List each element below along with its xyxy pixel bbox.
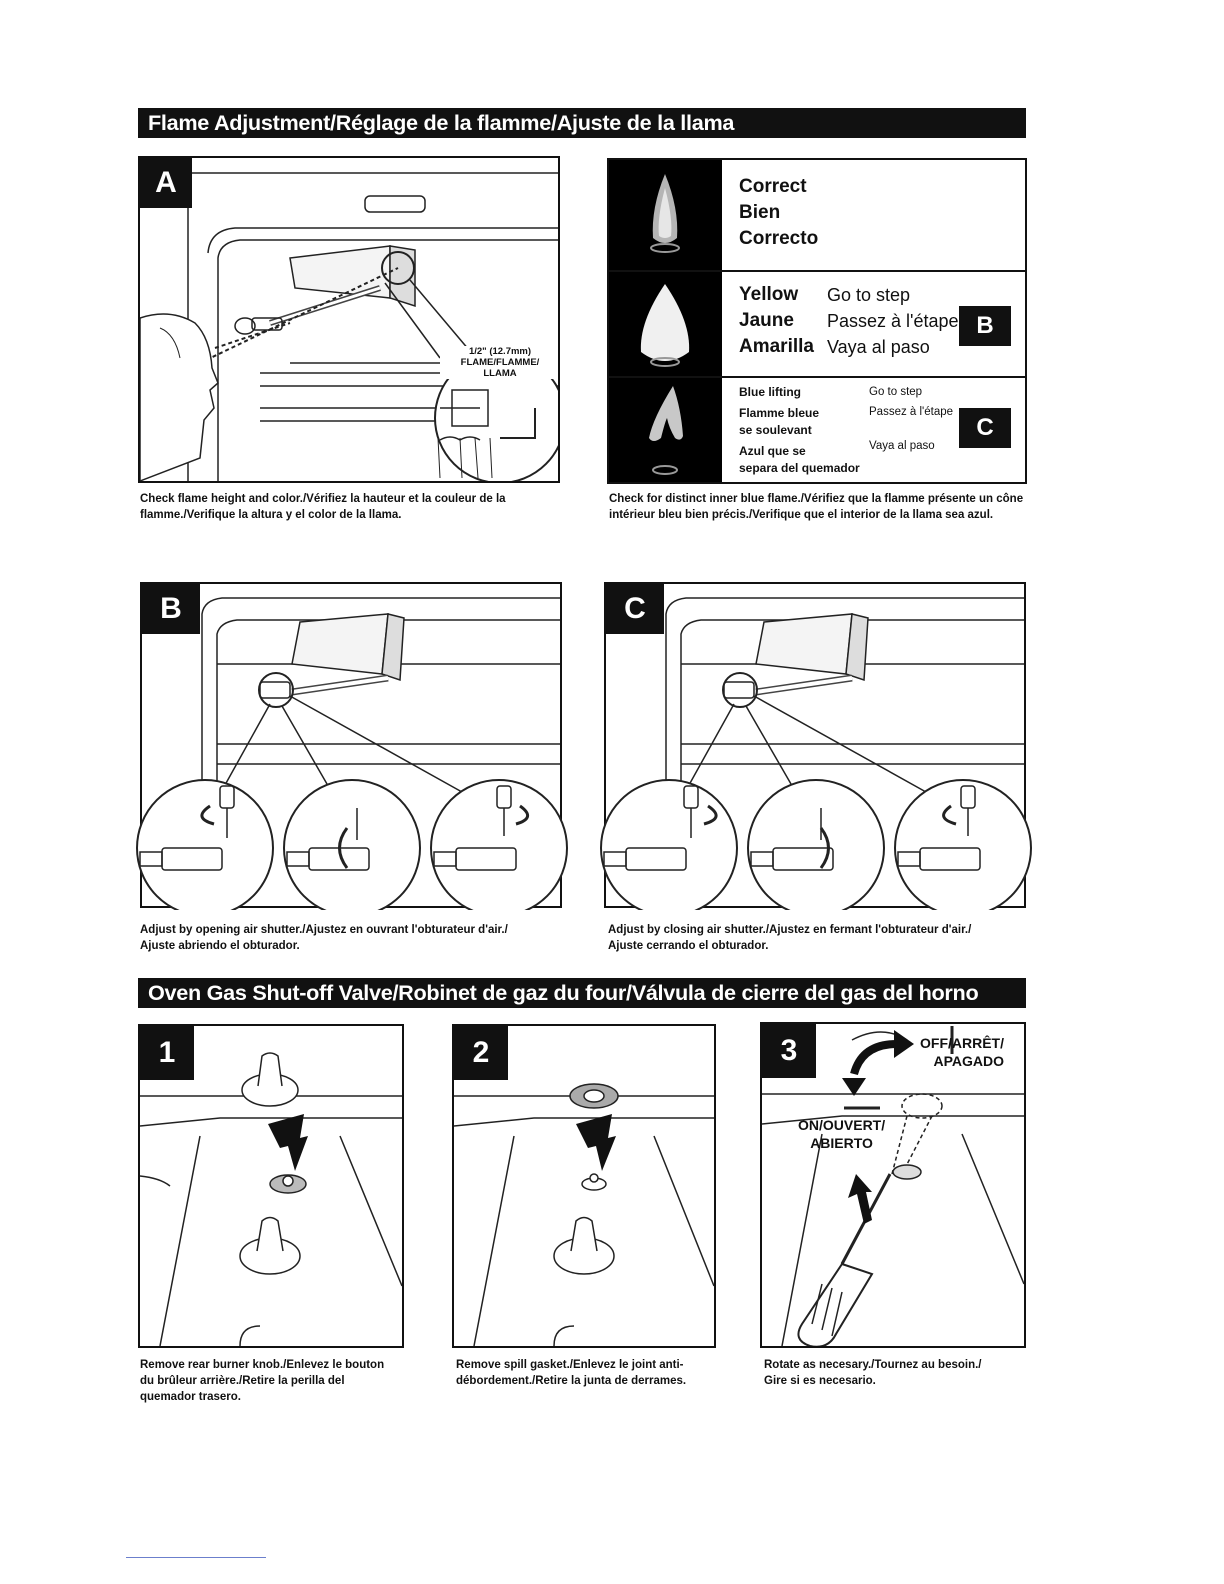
panel-a-illustration: A 1/2" (12.7mm) FLAME/FLAMME/ LLAMA	[138, 156, 560, 483]
action-en: Go to step	[827, 285, 911, 305]
caption-line: Check flame height and color./Vérifiez l…	[140, 493, 506, 505]
caption-line: du brûleur arrière./Retire la perilla de…	[140, 1375, 345, 1387]
step-1-illustration: 1	[138, 1024, 404, 1348]
callout-line-2: FLAME/FLAMME/	[460, 357, 540, 368]
remove-knob-drawing	[140, 1052, 402, 1346]
flame-height-callout: 1/2" (12.7mm) FLAME/FLAMME/ LLAMA	[440, 346, 558, 379]
panel-b-detail-circles	[136, 779, 568, 910]
label-correct-es: Correcto	[739, 228, 819, 249]
step-1-caption: Remove rear burner knob./Enlevez le bout…	[140, 1357, 410, 1405]
close-air-shutter-drawing	[665, 597, 1024, 906]
action-fr: Passez à l'étape	[869, 406, 954, 418]
yellow-labels: Yellow Jaune Amarilla	[739, 282, 814, 360]
step-3-illustration: 3 OFF/ARRÊT/ APAGADO ON/OUVERT/ ABIERTO	[760, 1022, 1026, 1348]
caption-line: Rotate as necesary./Tournez au besoin./	[764, 1359, 982, 1371]
flame-row-yellow: Yellow Jaune Amarilla Go to step Passez …	[609, 270, 1025, 378]
label-correct-en: Correct	[739, 176, 807, 197]
caption-line: Remove rear burner knob./Enlevez le bout…	[140, 1359, 385, 1371]
blue-lifting-flame-icon	[609, 378, 722, 482]
section-title-flame-adjustment: Flame Adjustment/Réglage de la flamme/Aj…	[138, 108, 1026, 138]
label-blue-es-2: separa del quemador	[739, 461, 860, 475]
caption-line: Remove spill gasket./Enlevez le joint an…	[456, 1359, 684, 1371]
label-blue-fr-1: Flamme bleue	[739, 406, 820, 420]
label-blue-fr-2: se soulevant	[739, 423, 812, 437]
panel-c-detail-circles	[600, 779, 1032, 910]
label-yellow-fr: Jaune	[739, 310, 794, 331]
on-position-label: ON/OUVERT/ ABIERTO	[798, 1116, 885, 1152]
step-2-caption: Remove spill gasket./Enlevez le joint an…	[456, 1357, 726, 1389]
off-label-line-2: APAGADO	[933, 1053, 1004, 1069]
footer-link-underline	[126, 1557, 266, 1558]
yellow-flame-icon	[609, 272, 722, 378]
caption-line: Ajuste cerrando el obturador.	[608, 940, 769, 952]
panel-a-caption: Check flame height and color./Vérifiez l…	[140, 491, 560, 523]
panel-c-tag: C	[606, 584, 664, 634]
action-fr: Passez à l'étape	[827, 311, 959, 331]
flame-color-chart: Correct Bien Correcto Yellow Jaune Amari…	[607, 158, 1027, 484]
remove-spill-gasket-drawing	[454, 1083, 714, 1346]
on-label-line-2: ABIERTO	[810, 1135, 873, 1151]
oven-flame-check-drawing	[140, 172, 558, 481]
step-2-tag: 2	[454, 1026, 508, 1080]
step-3-caption: Rotate as necesary./Tournez au besoin./ …	[764, 1357, 1034, 1389]
caption-line: débordement./Retire la junta de derrames…	[456, 1375, 687, 1387]
caption-line: Adjust by opening air shutter./Ajustez e…	[140, 924, 508, 936]
panel-c-caption: Adjust by closing air shutter./Ajustez e…	[608, 922, 1028, 954]
go-to-step-b-badge: B	[959, 306, 1011, 346]
yellow-actions: Go to step Passez à l'étape Vaya al paso	[827, 282, 959, 360]
blue-lifting-actions: Go to step Passez à l'étape Vaya al paso	[869, 386, 953, 452]
off-label-line-1: OFF/ARRÊT/	[920, 1035, 1004, 1051]
caption-line: Gire si es necesario.	[764, 1375, 876, 1387]
label-yellow-en: Yellow	[739, 284, 799, 305]
flame-chart-caption: Check for distinct inner blue flame./Vér…	[609, 491, 1029, 523]
caption-line: Adjust by closing air shutter./Ajustez e…	[608, 924, 972, 936]
panel-a-tag: A	[140, 158, 192, 208]
correct-flame-icon	[609, 160, 722, 272]
step-3-tag: 3	[762, 1024, 816, 1078]
rotate-valve-drawing	[762, 1026, 1024, 1346]
on-label-line-1: ON/OUVERT/	[798, 1117, 886, 1133]
callout-line-1: 1/2" (12.7mm)	[468, 346, 532, 357]
caption-line: flamme./Verifique la altura y el color d…	[140, 509, 402, 521]
action-en: Go to step	[869, 386, 923, 398]
label-yellow-es: Amarilla	[739, 336, 814, 357]
open-air-shutter-drawing	[201, 597, 560, 906]
step-1-tag: 1	[140, 1026, 194, 1080]
go-to-step-c-badge: C	[959, 408, 1011, 448]
panel-b-tag: B	[142, 584, 200, 634]
panel-b-caption: Adjust by opening air shutter./Ajustez e…	[140, 922, 560, 954]
flame-row-correct: Correct Bien Correcto	[609, 160, 1025, 272]
caption-line: quemador trasero.	[140, 1391, 241, 1403]
caption-line: Check for distinct inner blue flame./Vér…	[609, 493, 1024, 505]
label-correct-fr: Bien	[739, 202, 781, 223]
step-2-illustration: 2	[452, 1024, 716, 1348]
blue-lifting-labels: Blue lifting Flamme bleue se soulevant A…	[739, 384, 860, 477]
label-blue-es-1: Azul que se	[739, 444, 806, 458]
off-position-label: OFF/ARRÊT/ APAGADO	[920, 1034, 1004, 1070]
caption-line: intérieur bleu bien précis./Verifique qu…	[609, 509, 994, 521]
flame-row-blue-lifting: Blue lifting Flamme bleue se soulevant A…	[609, 376, 1025, 482]
label-blue-en: Blue lifting	[739, 385, 801, 399]
section-title-gas-shutoff-valve: Oven Gas Shut-off Valve/Robinet de gaz d…	[138, 978, 1026, 1008]
correct-labels: Correct Bien Correcto	[739, 174, 818, 252]
caption-line: Ajuste abriendo el obturador.	[140, 940, 300, 952]
action-es: Vaya al paso	[827, 337, 930, 357]
callout-line-3: LLAMA	[483, 368, 517, 379]
action-es: Vaya al paso	[869, 440, 935, 452]
